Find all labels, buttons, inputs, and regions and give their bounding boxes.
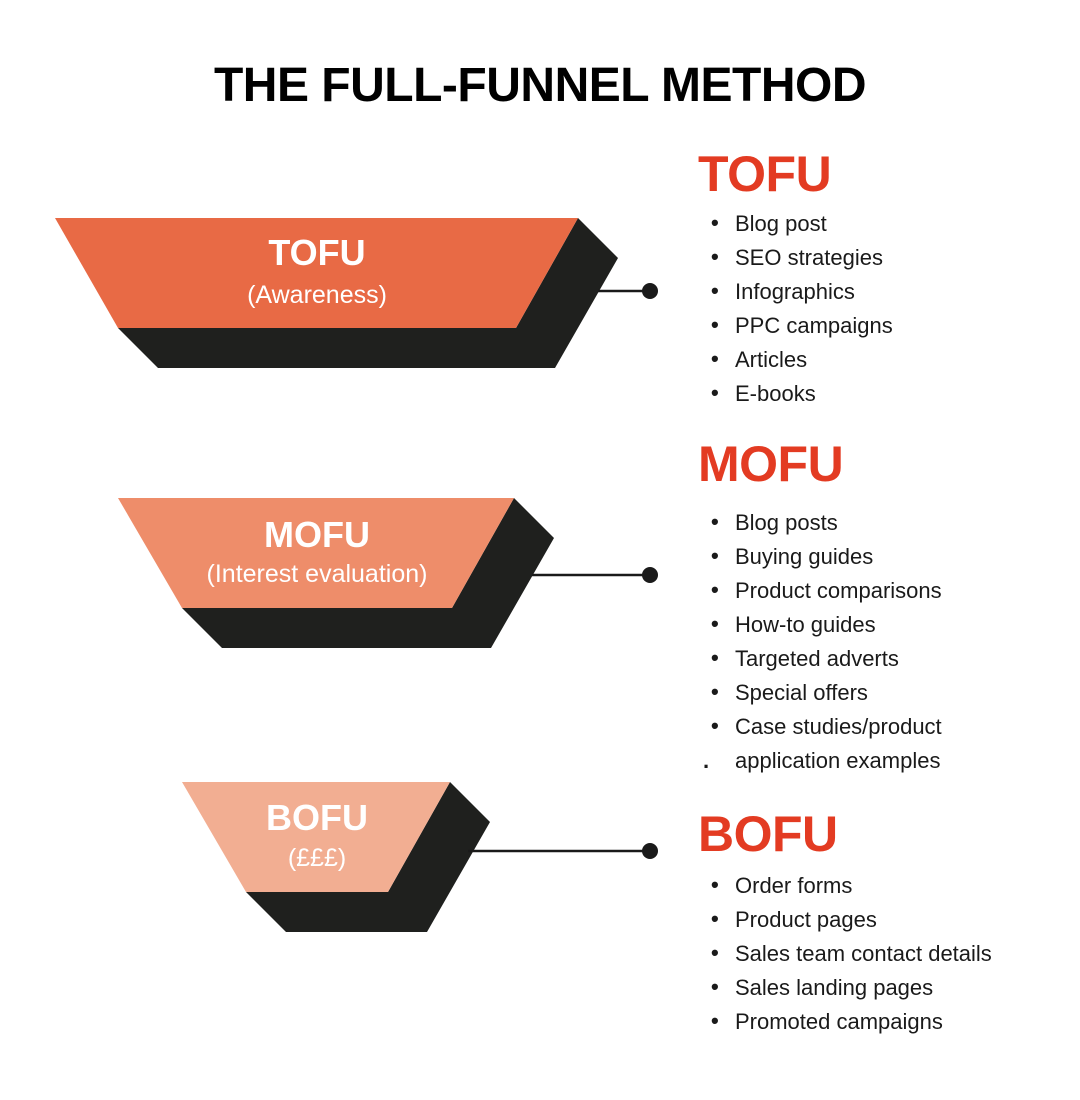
list-item: • Case studies/product: [711, 713, 942, 739]
mofu-content-list: MOFU • Blog posts • Buying guides • Prod…: [698, 436, 942, 773]
bullet-marker: •: [711, 611, 719, 636]
bofu-connector-dot: [642, 843, 658, 859]
bullet-marker: •: [711, 974, 719, 999]
bullet-marker: •: [711, 577, 719, 602]
bullet-marker: •: [711, 380, 719, 405]
bullet-marker: •: [711, 278, 719, 303]
list-item: • Order forms: [711, 872, 852, 898]
stage-bofu: BOFU (£££): [182, 782, 658, 932]
bofu-funnel-shadow: [246, 782, 490, 932]
list-item-text: Targeted adverts: [735, 646, 899, 671]
list-item-text: application examples: [735, 748, 940, 773]
tofu-content-list: TOFU • Blog post • SEO strategies • Info…: [698, 146, 893, 406]
bullet-marker: •: [711, 509, 719, 534]
bullet-marker: •: [711, 210, 719, 235]
bofu-funnel-band: [182, 782, 450, 892]
stage-mofu: MOFU (Interest evaluation): [118, 498, 658, 648]
list-item: • E-books: [711, 380, 816, 406]
list-item: • Product comparisons: [711, 577, 942, 603]
list-item: • Sales team contact details: [711, 940, 992, 966]
bullet-marker: •: [711, 713, 719, 738]
bullet-marker: •: [711, 1008, 719, 1033]
list-item: • Promoted campaigns: [711, 1008, 943, 1034]
mofu-funnel-band: [118, 498, 514, 608]
bullet-marker: •: [711, 872, 719, 897]
tofu-funnel-band: [55, 218, 578, 328]
tofu-stage-subtitle: (Awareness): [247, 281, 387, 309]
tofu-connector-dot: [642, 283, 658, 299]
bullet-marker: •: [711, 312, 719, 337]
bofu-stage-subtitle: (£££): [288, 844, 346, 872]
mofu-funnel-shadow: [182, 498, 554, 648]
list-item-text: Blog post: [735, 211, 827, 236]
list-item: • Sales landing pages: [711, 974, 933, 1000]
list-item: • Product pages: [711, 906, 877, 932]
list-item: • Blog post: [711, 210, 827, 236]
bofu-list-heading: BOFU: [698, 806, 838, 862]
list-item-text: Promoted campaigns: [735, 1009, 943, 1034]
tofu-list-heading: TOFU: [698, 146, 831, 202]
bullet-marker: •: [711, 543, 719, 568]
tofu-stage-name: TOFU: [268, 232, 365, 273]
list-item-text: Order forms: [735, 873, 852, 898]
list-item-text: Sales landing pages: [735, 975, 933, 1000]
bullet-marker: .: [703, 748, 709, 773]
bullet-marker: •: [711, 906, 719, 931]
list-item: • Infographics: [711, 278, 855, 304]
list-item-text: How-to guides: [735, 612, 876, 637]
list-item-text: Product pages: [735, 907, 877, 932]
list-item-text: Articles: [735, 347, 807, 372]
bullet-marker: •: [711, 940, 719, 965]
list-item-text: Buying guides: [735, 544, 873, 569]
list-item-text: Blog posts: [735, 510, 838, 535]
mofu-list-heading: MOFU: [698, 436, 843, 492]
list-item-text: Sales team contact details: [735, 941, 992, 966]
stage-tofu: TOFU (Awareness): [55, 218, 658, 368]
list-item: • Blog posts: [711, 509, 838, 535]
bofu-content-list: BOFU • Order forms • Product pages • Sal…: [698, 806, 992, 1034]
mofu-stage-name: MOFU: [264, 514, 370, 555]
mofu-connector-dot: [642, 567, 658, 583]
list-item-text: Case studies/product: [735, 714, 942, 739]
list-item: • SEO strategies: [711, 244, 883, 270]
bullet-marker: •: [711, 679, 719, 704]
list-item: • Buying guides: [711, 543, 873, 569]
list-item: • Articles: [711, 346, 807, 372]
list-item-text: Infographics: [735, 279, 855, 304]
list-item: • PPC campaigns: [711, 312, 893, 338]
list-item: • How-to guides: [711, 611, 876, 637]
bofu-stage-name: BOFU: [266, 797, 368, 838]
mofu-stage-subtitle: (Interest evaluation): [207, 560, 428, 588]
bullet-marker: •: [711, 346, 719, 371]
list-item: • Targeted adverts: [711, 645, 899, 671]
list-item-text: SEO strategies: [735, 245, 883, 270]
page-title: THE FULL-FUNNEL METHOD: [214, 59, 866, 112]
bullet-marker: •: [711, 244, 719, 269]
list-item-text: Special offers: [735, 680, 868, 705]
list-item: • Special offers: [711, 679, 868, 705]
bullet-marker: •: [711, 645, 719, 670]
list-item-text: Product comparisons: [735, 578, 942, 603]
list-item: . application examples: [703, 748, 940, 773]
tofu-funnel-shadow: [118, 218, 618, 368]
list-item-text: PPC campaigns: [735, 313, 893, 338]
list-item-text: E-books: [735, 381, 816, 406]
